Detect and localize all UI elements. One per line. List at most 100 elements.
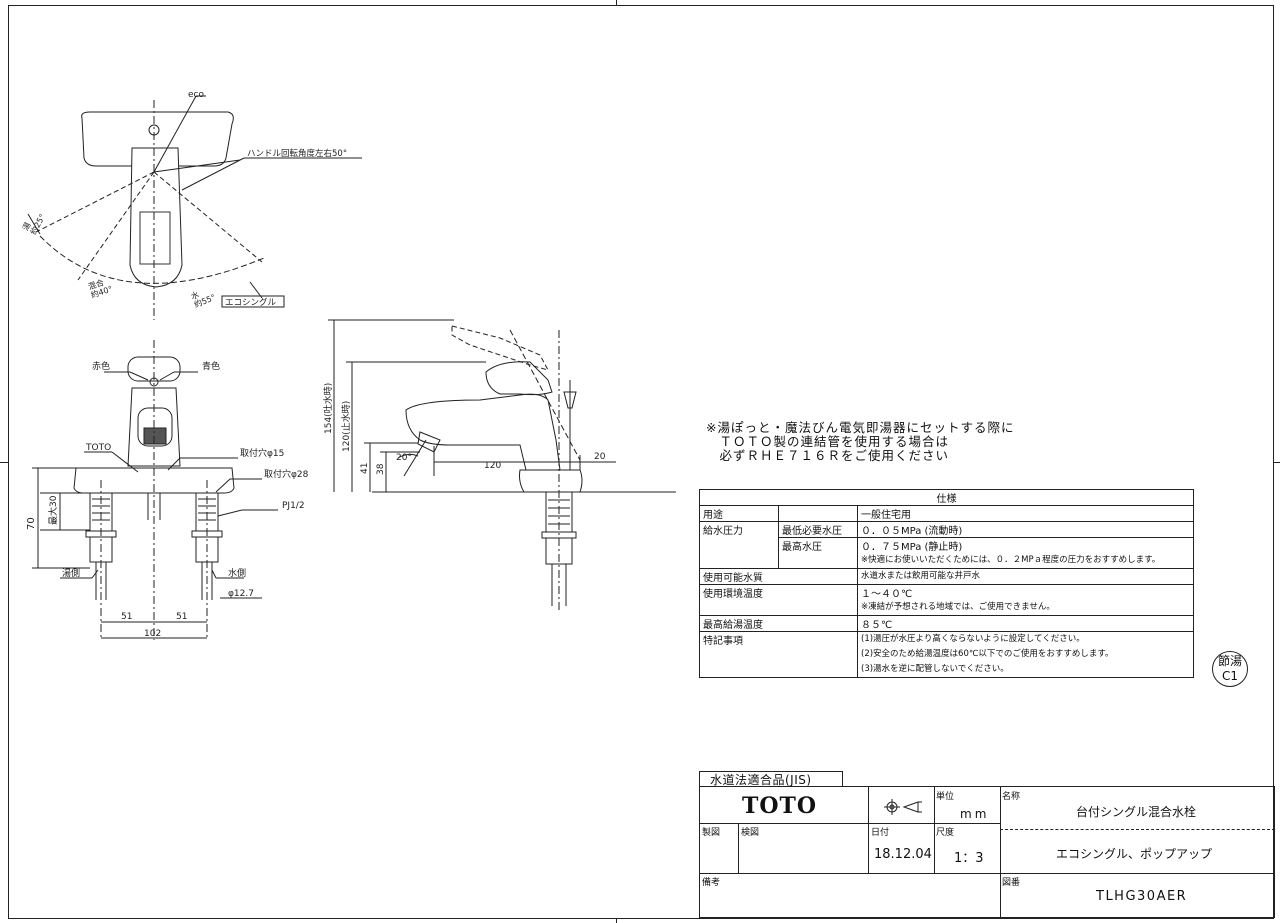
dim120v-label: 120(止水時) [340, 401, 352, 452]
handle-rotation-label: ハンドル回転角度左右50° [247, 148, 347, 159]
installation-note: ※湯ぽっと・魔法びん電気即湯器にセットする際に ＴＯＴＯ製の連結管を使用する場合… [706, 420, 1015, 463]
date-value: 18.12.04 [874, 847, 932, 862]
spec-row: 特記事項 (1)湯圧が水圧より高くならないように設定してください。 [699, 631, 1194, 647]
blue-label: 青色 [202, 360, 220, 372]
toto-logo: TOTO [742, 793, 818, 819]
check-label: 検図 [741, 828, 760, 838]
unit-value: mm [960, 807, 990, 821]
spec-value: ８５℃ [857, 615, 1194, 632]
cold-side-label: 水側 [228, 567, 246, 579]
spec-subkey [778, 505, 858, 522]
unit-label: 単位 [936, 792, 955, 802]
spec-row: ※凍結が予想される地域では、ご使用できません。 [699, 600, 1194, 616]
spec-key [699, 553, 779, 569]
spec-row: ※快適にお使いいただくためには、０．２MPａ程度の圧力をおすすめします。 [699, 553, 1194, 569]
tick-left [0, 462, 8, 463]
spec-row: (2)安全のため給湯温度は60℃以下でのご使用をおすすめします。 [699, 647, 1194, 662]
drawing-no-label: 図番 [1002, 878, 1021, 888]
top-view [27, 95, 362, 320]
spec-subkey [778, 553, 858, 569]
drawing-frame [8, 5, 1274, 919]
tb-divider [1000, 873, 1275, 874]
angle-cold-label: 水約55° [189, 284, 217, 310]
spec-row: (3)湯水を逆に配管しないでください。 [699, 662, 1194, 678]
spec-key: 給水圧力 [699, 521, 779, 538]
toto-body-label: TOTO [85, 443, 111, 453]
spec-value: (3)湯水を逆に配管しないでください。 [857, 662, 1194, 678]
spec-key: 最高給湯温度 [699, 615, 858, 632]
scale-label: 尺度 [936, 828, 955, 838]
dim51a-label: 51 [121, 612, 132, 622]
spec-row: 最高水圧 ０．７５MPa (静止時) [699, 537, 1194, 553]
spec-value: 水道水または飲用可能な井戸水 [857, 568, 1194, 585]
tb-divider [700, 873, 1000, 874]
product-subname: エコシングル、ポップアップ [1056, 847, 1213, 861]
drawing-no: TLHG30AER [1096, 889, 1188, 904]
side-view [328, 319, 676, 612]
spec-value: (1)湯圧が水圧より高くならないように設定してください。 [857, 631, 1194, 647]
mount-hole-15-label: 取付穴φ15 [240, 447, 284, 459]
dim20-label: 20 [594, 452, 606, 462]
spec-key [699, 647, 858, 662]
tb-divider [738, 823, 739, 873]
spec-table: 仕様 用途 一般住宅用 給水圧力 最低必要水圧 ０．０５MPa (流動時) 最高… [699, 489, 1194, 678]
remark-label: 備考 [702, 878, 721, 888]
tb-divider [868, 787, 869, 873]
stamp-text: 節湯 C1 [1217, 654, 1242, 683]
name-label: 名称 [1002, 792, 1021, 802]
date-label: 日付 [871, 828, 890, 838]
tb-divider [1000, 829, 1275, 830]
tb-divider [700, 823, 1000, 824]
spec-title: 仕様 [699, 489, 1194, 506]
spec-value: １～４０℃ [857, 584, 1194, 600]
jis-label: 水道法適合品(JIS) [699, 771, 843, 787]
spec-row: 最高給湯温度 ８５℃ [699, 615, 1194, 632]
eco-label: eco [188, 90, 204, 100]
dim38-label: 38 [376, 463, 386, 475]
spec-key: 特記事項 [699, 631, 858, 647]
spec-value: (2)安全のため給湯温度は60℃以下でのご使用をおすすめします。 [857, 647, 1194, 662]
spec-subkey: 最高水圧 [778, 537, 858, 553]
spec-value: ０．０５MPa (流動時) [857, 521, 1194, 538]
angle-hot-label: 湯約25° [20, 208, 47, 236]
product-name: 台付シングル混合水栓 [1076, 805, 1197, 819]
spec-subkey: 最低必要水圧 [778, 521, 858, 538]
made-label: 製図 [702, 828, 721, 838]
spec-title-row: 仕様 [699, 489, 1194, 506]
spec-row: 用途 一般住宅用 [699, 505, 1194, 522]
spec-value: ※快適にお使いいただくためには、０．２MPａ程度の圧力をおすすめします。 [857, 553, 1194, 569]
front-view [32, 340, 278, 640]
pj-label: PJ1/2 [282, 501, 305, 511]
dim51b-label: 51 [176, 612, 187, 622]
dim102-label: 102 [144, 629, 161, 639]
spec-key [699, 662, 858, 678]
angle20-label: 20° [396, 453, 412, 463]
dim120h-label: 120 [484, 461, 501, 471]
spec-key [699, 537, 779, 553]
spec-value: ※凍結が予想される地域では、ご使用できません。 [857, 600, 1194, 616]
tick-bottom [616, 918, 617, 923]
tick-top [616, 0, 617, 5]
water-saving-stamp: 節湯 C1 [1212, 651, 1248, 687]
dim154-label: 154(吐水時) [322, 383, 334, 434]
spec-key [699, 600, 858, 616]
red-label: 赤色 [92, 360, 110, 372]
spec-row: 給水圧力 最低必要水圧 ０．０５MPa (流動時) [699, 521, 1194, 538]
spec-key: 使用環境温度 [699, 584, 858, 600]
spec-row: 使用可能水質 水道水または飲用可能な井戸水 [699, 568, 1194, 585]
spec-row: 使用環境温度 １～４０℃ [699, 584, 1194, 600]
tick-right [1274, 462, 1280, 463]
spec-value: 一般住宅用 [857, 505, 1194, 522]
eco-single-label: エコシングル [225, 297, 277, 308]
title-block: TOTO 単位 mm 名称 台付シングル混合水栓 エコシングル、ポップアップ 製… [699, 786, 1275, 918]
spec-key: 用途 [699, 505, 779, 522]
hot-side-label: 湯側 [62, 567, 80, 579]
scale-value: 1：3 [954, 851, 984, 866]
angle-mixed-label: 混合約40° [87, 275, 114, 300]
max30-label: 最大30 [47, 495, 59, 525]
dim41-label: 41 [360, 463, 370, 474]
projection-symbol-icon [884, 799, 922, 815]
mount-hole-28-label: 取付穴φ28 [264, 468, 309, 480]
tb-divider [934, 787, 935, 873]
